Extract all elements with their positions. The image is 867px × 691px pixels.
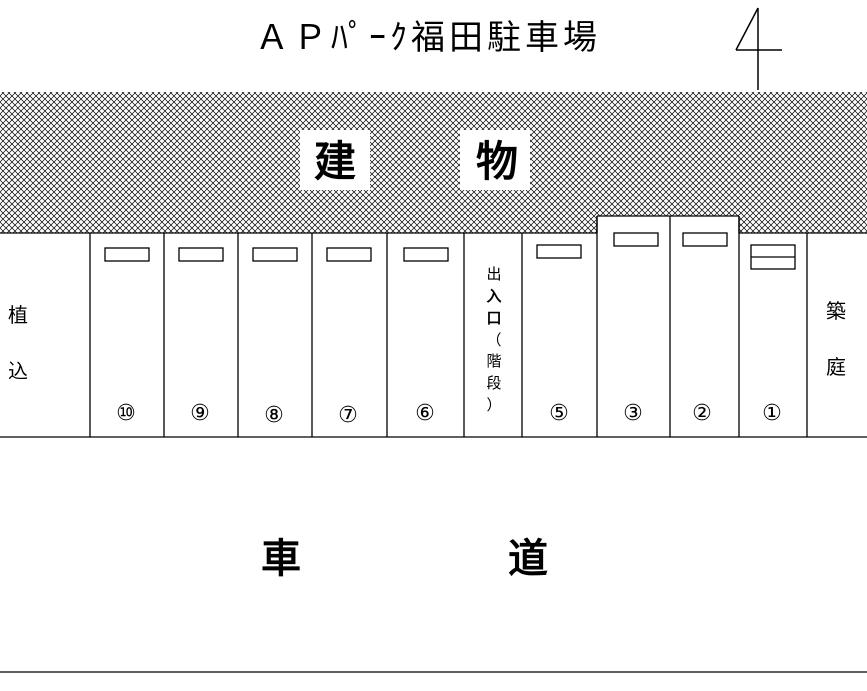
left-side-label-2: 込: [8, 359, 28, 383]
car-stops: [104, 232, 796, 270]
space-number-7: ⑦: [338, 403, 358, 428]
entrance-char: ）: [486, 396, 501, 414]
space-number-8: ⑧: [264, 403, 284, 428]
space-number-5: ⑤: [549, 401, 569, 426]
left-side-label-1: 植: [8, 303, 28, 327]
entrance-label: 出 入 口 （ 階 段 ）: [486, 265, 501, 414]
space-number-1: ①: [762, 401, 782, 426]
space-number-10: ⑩: [116, 401, 136, 426]
entrance-char: 階: [486, 352, 501, 370]
space-number-6: ⑥: [415, 401, 435, 426]
space-number-9: ⑨: [190, 401, 210, 426]
north-arrow-icon: [735, 7, 782, 90]
building-label-2: 物: [476, 137, 518, 186]
space-dividers: [89, 216, 808, 437]
road-label-1: 車: [261, 536, 301, 582]
page-title: ＡＰﾊﾟｰｸ福田駐車場: [255, 18, 601, 58]
right-side-label-2: 庭: [826, 355, 846, 379]
entrance-char: 入: [486, 287, 501, 305]
entrance-char: 口: [486, 309, 501, 327]
building-label-1: 建: [314, 137, 356, 186]
right-side-label-1: 築: [826, 299, 846, 323]
building-area: [0, 92, 867, 234]
road-label-2: 道: [508, 536, 548, 582]
space-number-3: ③: [623, 401, 643, 426]
space-number-2: ②: [692, 401, 712, 426]
entrance-char: 段: [486, 374, 501, 392]
entrance-char: （: [486, 331, 501, 349]
entrance-char: 出: [486, 265, 501, 283]
